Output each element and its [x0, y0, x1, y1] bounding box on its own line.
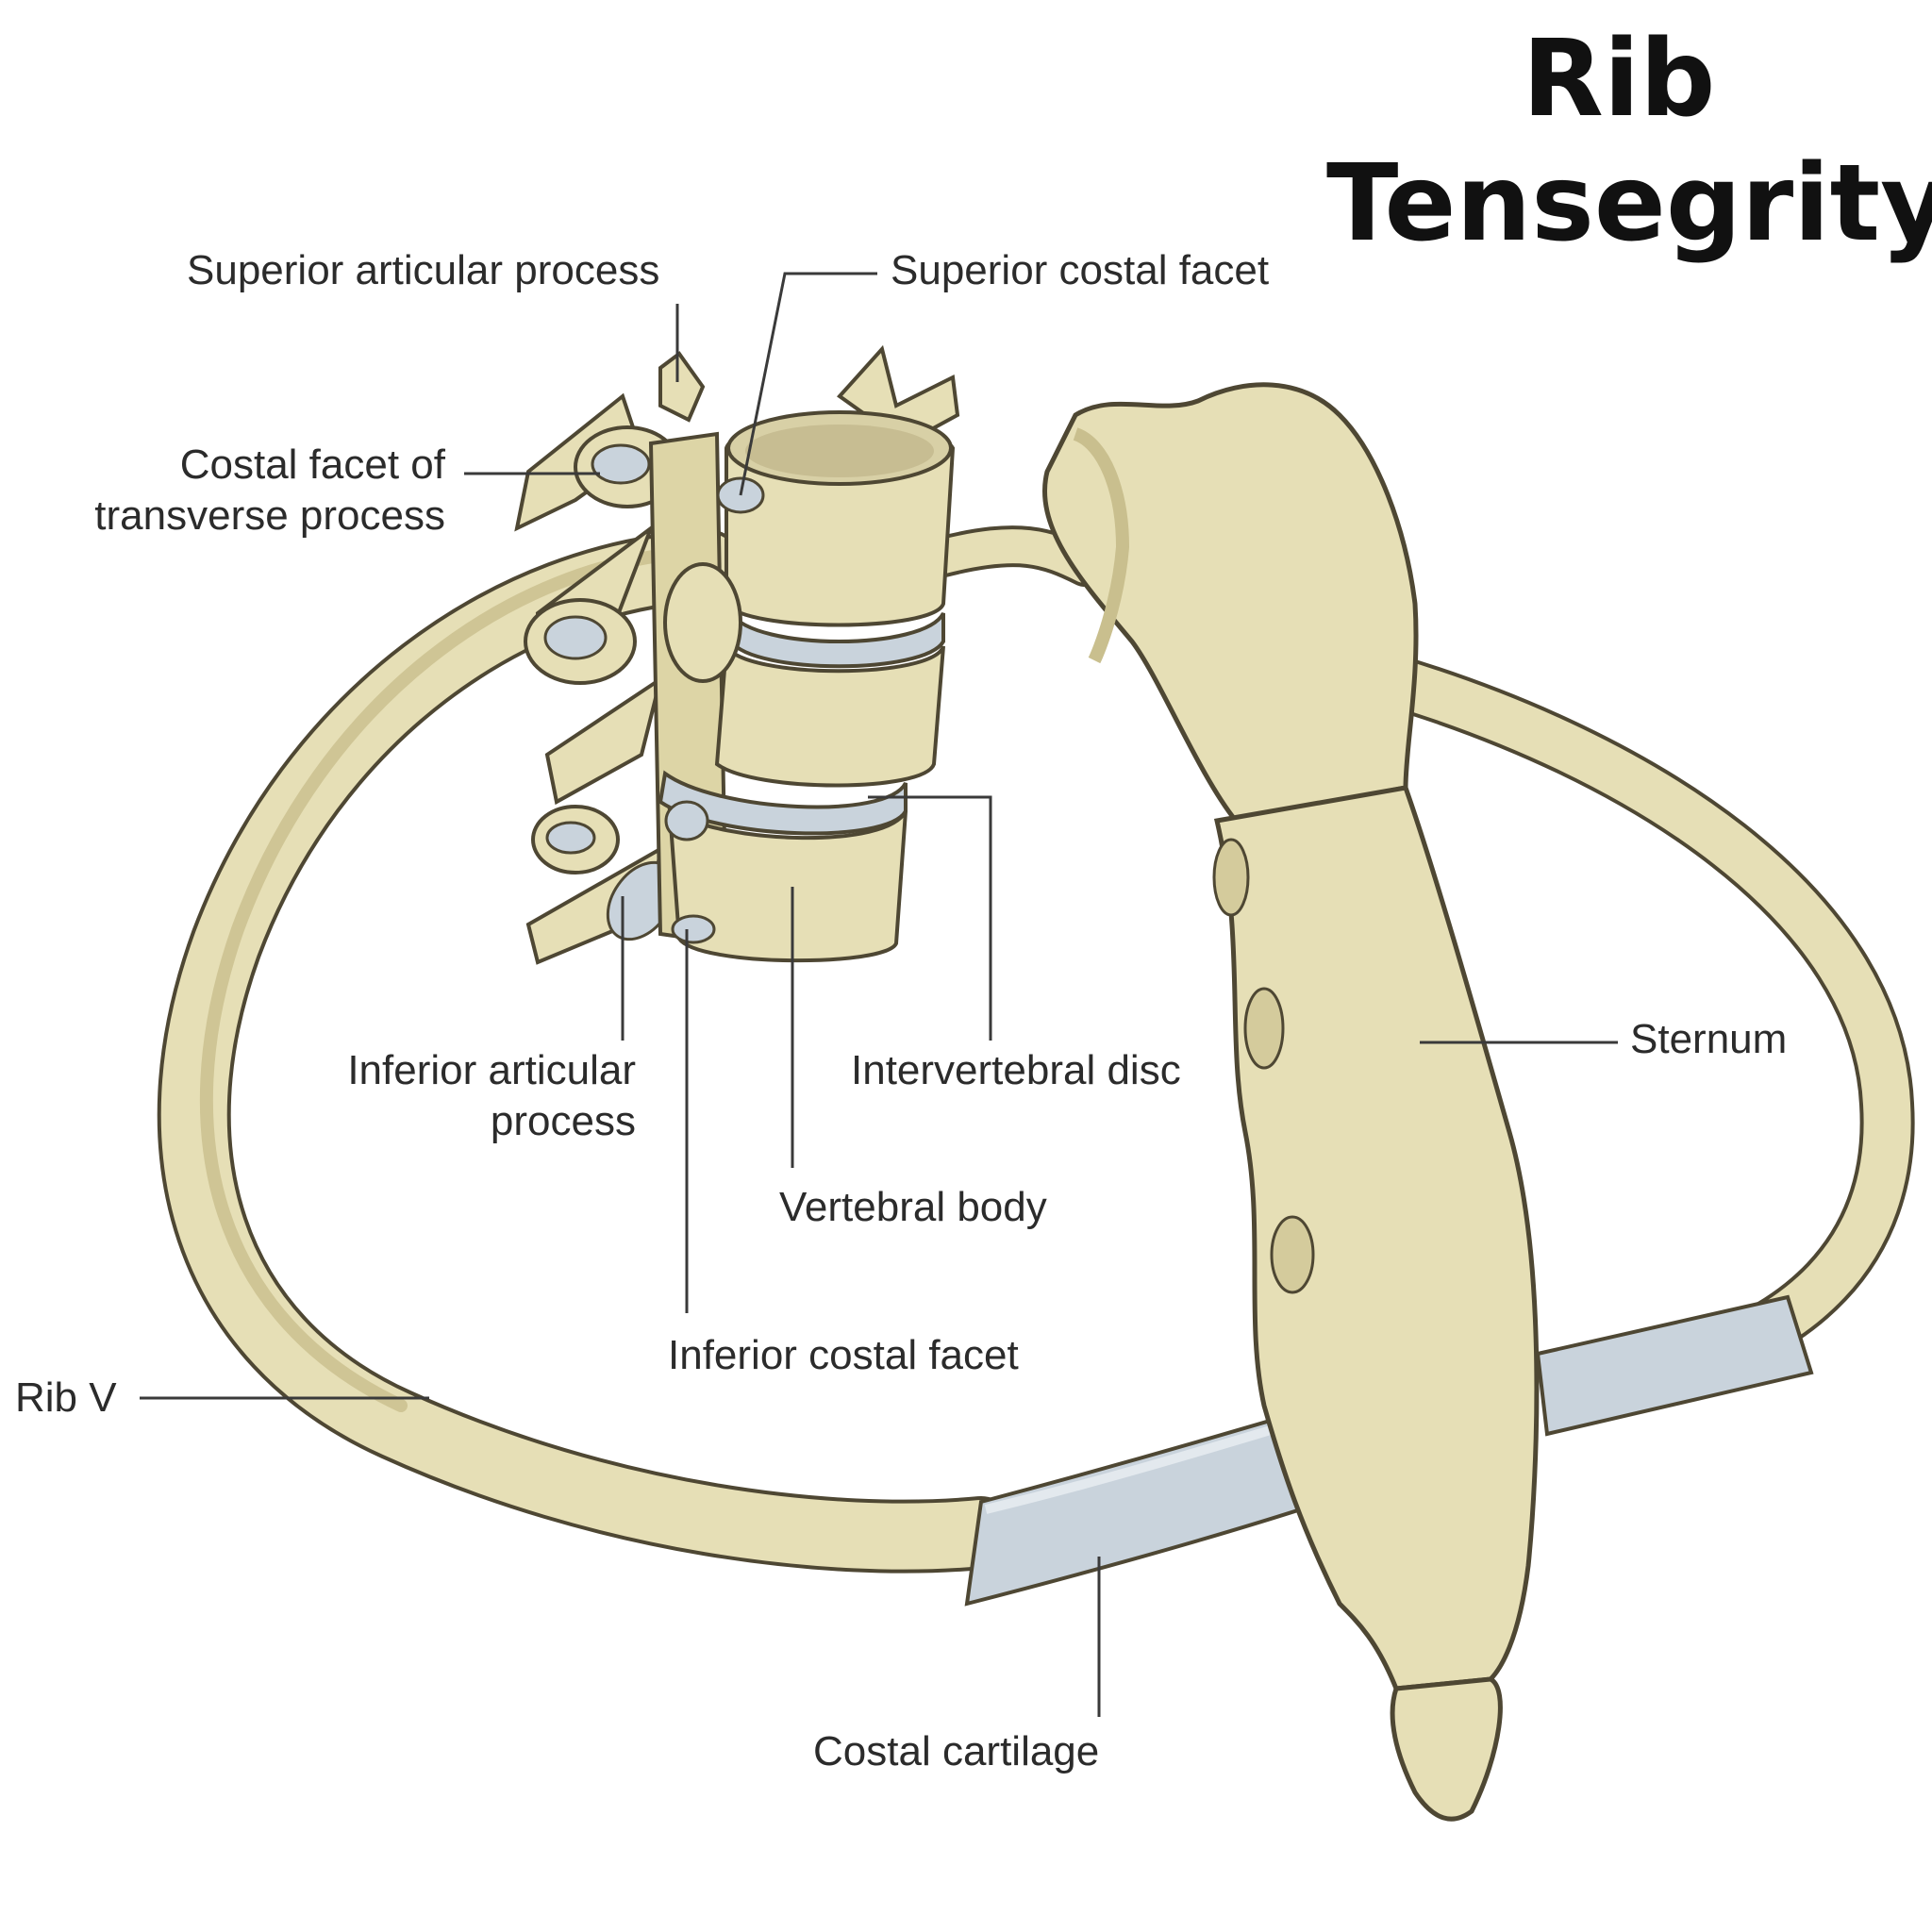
label-costal-cartilage: Costal cartilage — [813, 1728, 1100, 1774]
label-intervertebral-disc: Intervertebral disc — [851, 1047, 1181, 1093]
label-vertebral-body: Vertebral body — [779, 1184, 1047, 1230]
label-rib-v: Rib V — [15, 1374, 117, 1421]
leader-intervertebral-disc — [868, 795, 992, 1041]
title-line-2: Tensegrity — [1326, 142, 1932, 265]
label-costal-facet-line2: transverse process — [94, 492, 445, 539]
label-inferior-articular-line1: Inferior articular — [347, 1047, 636, 1093]
label-inferior-articular-process: Inferior articular process — [311, 1045, 636, 1147]
label-costal-facet-line1: Costal facet of — [179, 441, 445, 488]
costal-cartilage-right — [1535, 1294, 1814, 1437]
label-sternum: Sternum — [1630, 1016, 1788, 1062]
label-superior-costal-facet: Superior costal facet — [891, 247, 1270, 293]
vertebral-column — [514, 344, 960, 965]
rib-v — [157, 525, 1106, 1574]
title-line-1: Rib — [1522, 18, 1716, 141]
label-superior-articular-process: Superior articular process — [187, 247, 660, 293]
label-costal-facet-transverse-process: Costal facet of transverse process — [57, 440, 445, 541]
label-inferior-articular-line2: process — [490, 1098, 636, 1144]
leader-lines — [140, 272, 1618, 1717]
sternum — [1042, 382, 1540, 1822]
label-inferior-costal-facet: Inferior costal facet — [668, 1332, 1019, 1378]
leader-superior-costal-facet — [739, 272, 877, 496]
diagram-title: Rib Tensegrity — [1326, 17, 1932, 266]
